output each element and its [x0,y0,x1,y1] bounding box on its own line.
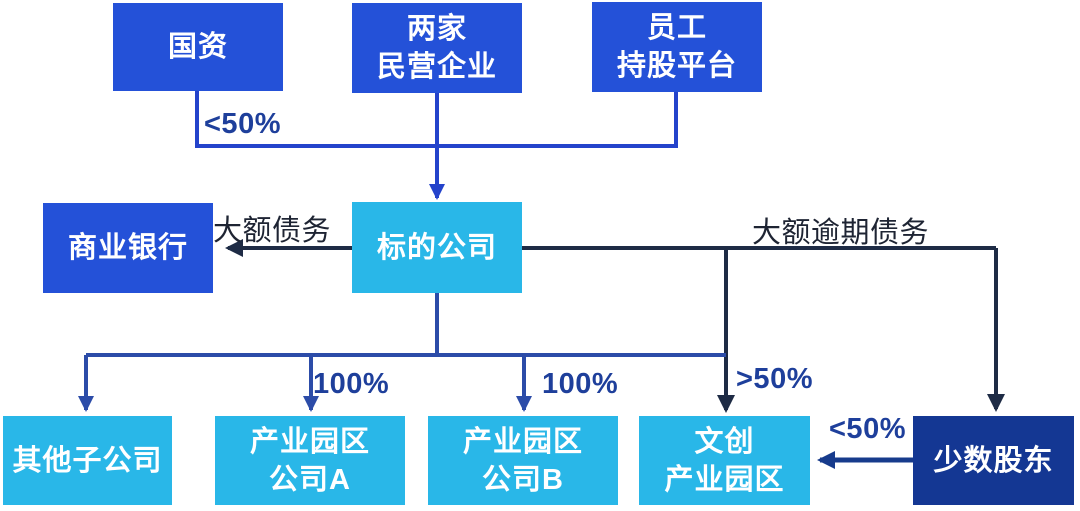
node-industry-park-a: 产业园区公司A [215,416,405,505]
node-private-companies-label: 两家 [406,13,467,45]
node-commercial-bank-label: 商业银行 [67,232,188,264]
edge-label-top-ownership-pct: <50% [204,108,281,140]
node-industry-park-b-label: 产业园区 [462,425,583,458]
node-private-companies-label: 民营企业 [376,51,497,83]
node-cultural-park-label: 文创 [694,425,755,458]
node-esop-platform-label: 持股平台 [616,50,737,82]
edge-label-cultural-park-pct: >50% [736,363,813,395]
node-minority-shareholders-label: 少数股东 [933,444,1054,477]
edge-label-park-a-pct: 100% [313,368,390,400]
node-minority-shareholders: 少数股东 [913,416,1074,505]
node-industry-park-b-label: 公司B [482,463,564,496]
edge-label-large-debt: 大额债务 [213,215,332,247]
edge-label-park-b-pct: 100% [542,368,619,400]
node-cultural-park-label: 产业园区 [664,463,785,496]
node-industry-park-a-label: 公司A [269,463,351,496]
node-other-subsidiaries-label: 其他子公司 [12,444,163,477]
edge-label-minority-holding-pct: <50% [829,413,906,445]
node-state-capital-label: 国资 [167,31,228,63]
node-commercial-bank: 商业银行 [43,203,213,293]
node-cultural-park: 文创产业园区 [639,416,810,505]
node-industry-park-a-label: 产业园区 [249,425,370,458]
node-target-company: 标的公司 [352,202,522,293]
node-esop-platform-label: 员工 [646,12,707,44]
node-private-companies: 两家民营企业 [352,3,522,93]
node-target-company-label: 标的公司 [376,231,497,264]
edge-label-large-overdue-debt: 大额逾期债务 [752,217,930,249]
node-other-subsidiaries: 其他子公司 [3,416,172,505]
node-state-capital: 国资 [113,3,283,91]
node-esop-platform: 员工持股平台 [592,2,762,92]
node-industry-park-b: 产业园区公司B [428,416,618,505]
edge-subsidiary-bus [86,293,726,357]
